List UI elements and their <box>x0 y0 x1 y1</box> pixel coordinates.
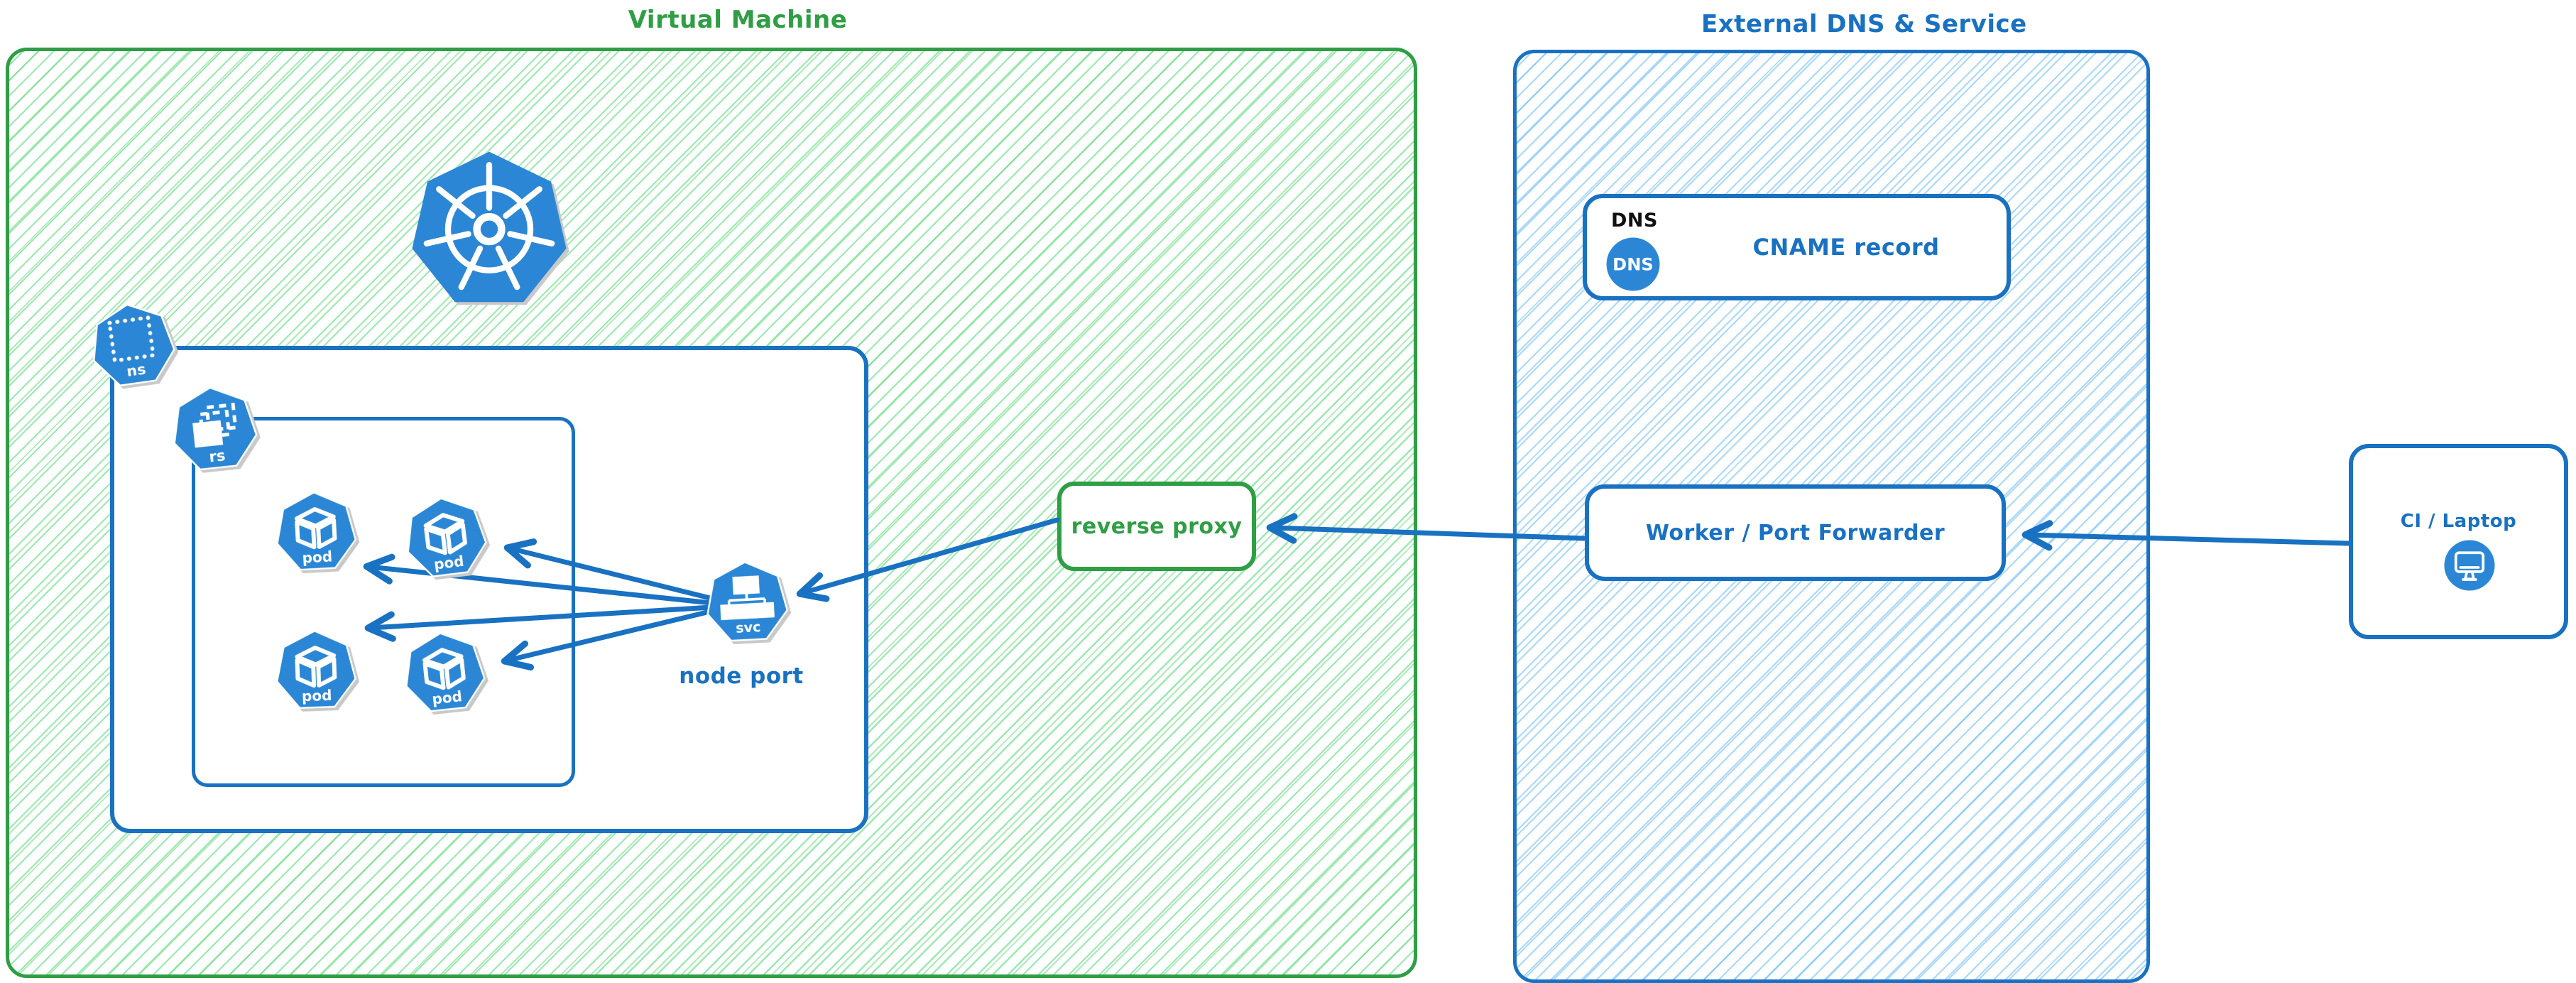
cname-record-label: CNAME record <box>1752 234 1940 261</box>
external-dns-title: External DNS & Service <box>1701 10 2027 38</box>
node-port-caption: node port <box>679 663 804 689</box>
namespace-icon: ns <box>93 303 175 387</box>
pod-icon: pod <box>405 632 486 712</box>
dns-badge-icon: DNS <box>1606 237 1660 291</box>
replicaset-icon-label: rs <box>208 446 226 465</box>
dns-badge-label: DNS <box>1612 255 1654 275</box>
reverse-proxy-box: reverse proxy <box>1057 482 1256 571</box>
kubernetes-logo-icon <box>412 151 567 303</box>
worker-port-forwarder-box: Worker / Port Forwarder <box>1585 484 2006 581</box>
replicaset-icon: rs <box>173 386 258 471</box>
monitor-icon <box>2444 540 2495 591</box>
virtual-machine-title: Virtual Machine <box>628 6 848 34</box>
pod-icon: pod <box>275 630 356 710</box>
pod-icon-label: pod <box>302 687 332 705</box>
ci-laptop-box: CI / Laptop <box>2349 444 2568 639</box>
pod-icon: pod <box>407 497 487 577</box>
namespace-icon-label: ns <box>126 360 147 380</box>
pod-icon: pod <box>276 492 357 571</box>
replicaset-box <box>192 417 575 787</box>
pod-icon-label: pod <box>431 688 463 707</box>
service-icon: svc <box>706 561 789 642</box>
dns-tag: DNS <box>1611 210 1658 232</box>
service-icon-label: svc <box>736 619 761 636</box>
pod-icon-label: pod <box>433 553 465 573</box>
reverse-proxy-label: reverse proxy <box>1071 514 1243 539</box>
worker-label: Worker / Port Forwarder <box>1645 520 1945 545</box>
pod-icon-label: pod <box>302 548 333 566</box>
ci-laptop-label: CI / Laptop <box>2400 511 2517 532</box>
dns-record-box: DNS DNS CNAME record <box>1583 194 2011 300</box>
